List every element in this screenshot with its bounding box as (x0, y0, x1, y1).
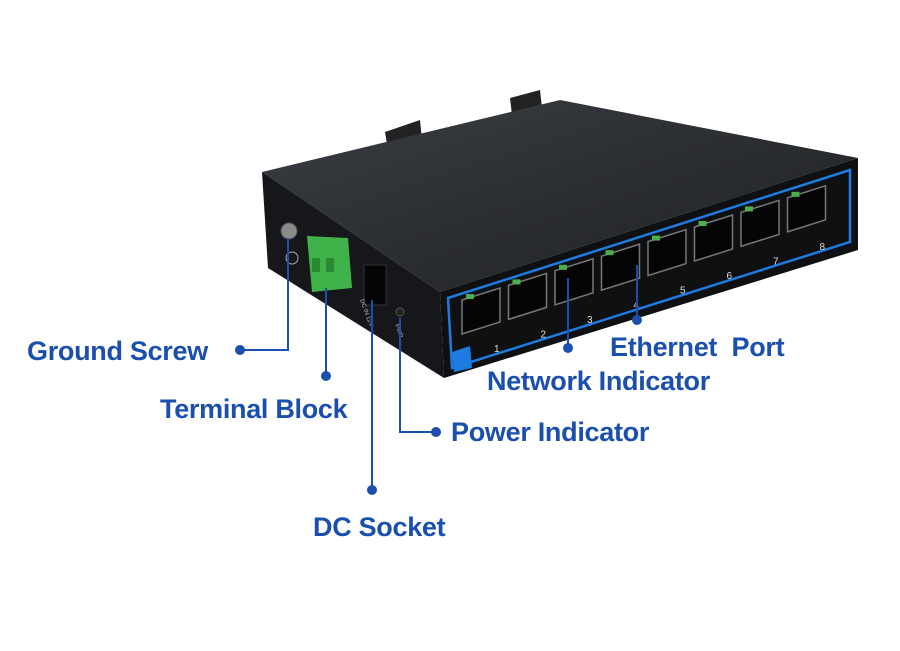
network-indicator-led (745, 206, 753, 212)
ground-screw (280, 222, 298, 240)
ethernet-port (693, 213, 734, 263)
callout-network-indicator: Network Indicator (487, 366, 710, 396)
callout-power-indicator: Power Indicator (451, 417, 650, 447)
ethernet-port (600, 243, 641, 292)
ethernet-port (786, 184, 827, 233)
ethernet-port (554, 257, 594, 306)
network-indicator-led (605, 250, 614, 256)
network-indicator-led (559, 264, 567, 270)
port-number: 3 (587, 315, 593, 326)
accent-stripes (452, 346, 472, 372)
network-indicator-led (791, 191, 800, 197)
network-indicator-led (466, 294, 474, 299)
network-indicator-led (698, 221, 707, 226)
ethernet-port (647, 228, 687, 277)
pwr-text: PWR (393, 324, 404, 340)
network-indicator-led (512, 279, 521, 285)
callout-ethernet-port: Ethernet Port (610, 332, 785, 362)
port-number: 2 (541, 329, 547, 340)
ground-symbol-icon (285, 251, 299, 265)
dc-socket (363, 264, 387, 306)
switch-side-face (262, 172, 444, 378)
front-accent-frame (446, 168, 852, 370)
ethernet-port (461, 286, 501, 336)
port-number: 7 (773, 256, 779, 267)
callout-terminal-block: Terminal Block (160, 394, 348, 424)
switch-top-face (262, 100, 858, 292)
network-indicator-led (652, 235, 660, 241)
port-number: 5 (680, 286, 686, 297)
port-number: 8 (820, 242, 826, 253)
port-number: 6 (727, 271, 733, 282)
power-indicator-led (395, 307, 405, 317)
callout-dc-socket: DC Socket (313, 512, 446, 542)
port-number: 1 (494, 344, 500, 355)
callout-ground-screw: Ground Screw (27, 336, 208, 366)
ethernet-port (507, 272, 548, 321)
ethernet-port (740, 199, 780, 248)
